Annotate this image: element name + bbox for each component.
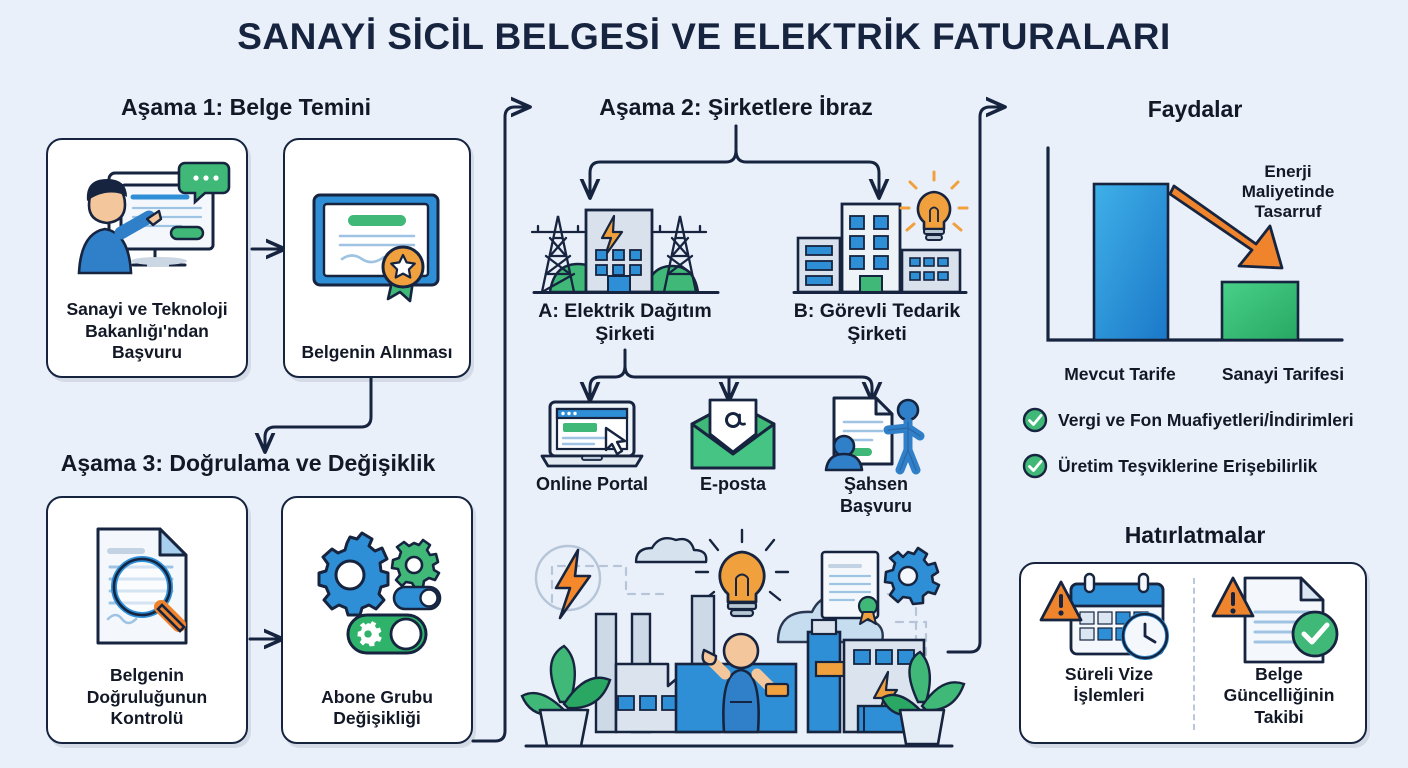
stage3-card-subscription[interactable]: Abone Grubu Değişikliği (281, 496, 473, 744)
stage2-method-online-label: Online Portal (535, 474, 649, 494)
check-circle-icon (1022, 407, 1048, 433)
chart-annotation: Enerji Maliyetinde Tasarruf (1241, 162, 1335, 222)
gears-toggle-icon (289, 508, 465, 687)
chart-bar-label-current: Mevcut Tarife (1064, 364, 1176, 384)
stage1-card-certificate-label: Belgenin Alınması (301, 342, 453, 363)
stage3-card-verification-label: Belgenin Doğruluğunun Kontrolü (86, 664, 208, 729)
person-document-icon (822, 396, 925, 475)
factory-worker-energy-illustration (516, 524, 966, 756)
stage3-card-subscription-label: Abone Grubu Değişikliği (321, 686, 433, 729)
reminders-divider (1193, 578, 1195, 730)
laptop-cursor-icon (540, 398, 644, 472)
stage1-card-application[interactable]: Sanayi ve Teknoloji Bakanlığı'ndan Başvu… (46, 138, 248, 378)
benefit-item-1-label: Üretim Teşviklerine Erişebilirlik (1058, 455, 1318, 476)
page-title: SANAYİ SİCİL BELGESİ VE ELEKTRİK FATURAL… (237, 16, 1171, 57)
document-check-warning-icon (1209, 572, 1349, 664)
stage1-card-application-label: Sanayi ve Teknoloji Bakanlığı'ndan Başvu… (66, 298, 228, 363)
reminder-item-0-label: Süreli Vize İşlemleri (1064, 664, 1154, 706)
certificate-icon (291, 150, 463, 342)
power-plant-pylons-icon (528, 196, 724, 300)
benefit-item-0-label: Vergi ve Fon Muafiyetleri/İndirimleri (1058, 409, 1354, 430)
stage2-heading: Aşama 2: Şirketlere İbraz (599, 94, 873, 120)
stage1-heading: Aşama 1: Belge Temini (120, 94, 372, 120)
stage2-method-email-label: E-posta (699, 474, 766, 494)
stage3-card-verification[interactable]: Belgenin Doğruluğunun Kontrolü (46, 496, 248, 744)
benefits-bar-chart (1030, 140, 1360, 370)
person-at-computer-icon (54, 150, 240, 299)
stage1-card-certificate[interactable]: Belgenin Alınması (283, 138, 471, 378)
envelope-at-icon (688, 398, 778, 472)
check-circle-icon (1022, 453, 1048, 479)
reminder-item-1-label: Belge Güncelliğinin Takibi (1223, 664, 1335, 727)
stage2-company-b-label: B: Görevli Tedarik Şirketi (793, 300, 961, 346)
calendar-clock-warning-icon (1039, 572, 1179, 664)
stage3-heading: Aşama 3: Doğrulama ve Değişiklik (60, 450, 436, 476)
benefit-item-1: Üretim Teşviklerine Erişebilirlik (1022, 453, 1317, 479)
chart-bar-label-industrial: Sanayi Tarifesi (1221, 364, 1345, 384)
reminder-item-1[interactable]: Belge Güncelliğinin Takibi (1200, 572, 1358, 728)
reminder-item-0[interactable]: Süreli Vize İşlemleri (1030, 572, 1188, 707)
stage2-method-inperson-label: Şahsen Başvuru (839, 474, 913, 516)
benefit-item-0: Vergi ve Fon Muafiyetleri/İndirimleri (1022, 407, 1354, 433)
benefits-heading: Faydalar (1147, 96, 1243, 122)
document-magnifier-icon (54, 508, 240, 665)
reminders-heading: Hatırlatmalar (1124, 522, 1266, 548)
stage2-company-a-label: A: Elektrik Dağıtım Şirketi (538, 300, 712, 346)
office-buildings-bulb-icon (790, 170, 970, 300)
